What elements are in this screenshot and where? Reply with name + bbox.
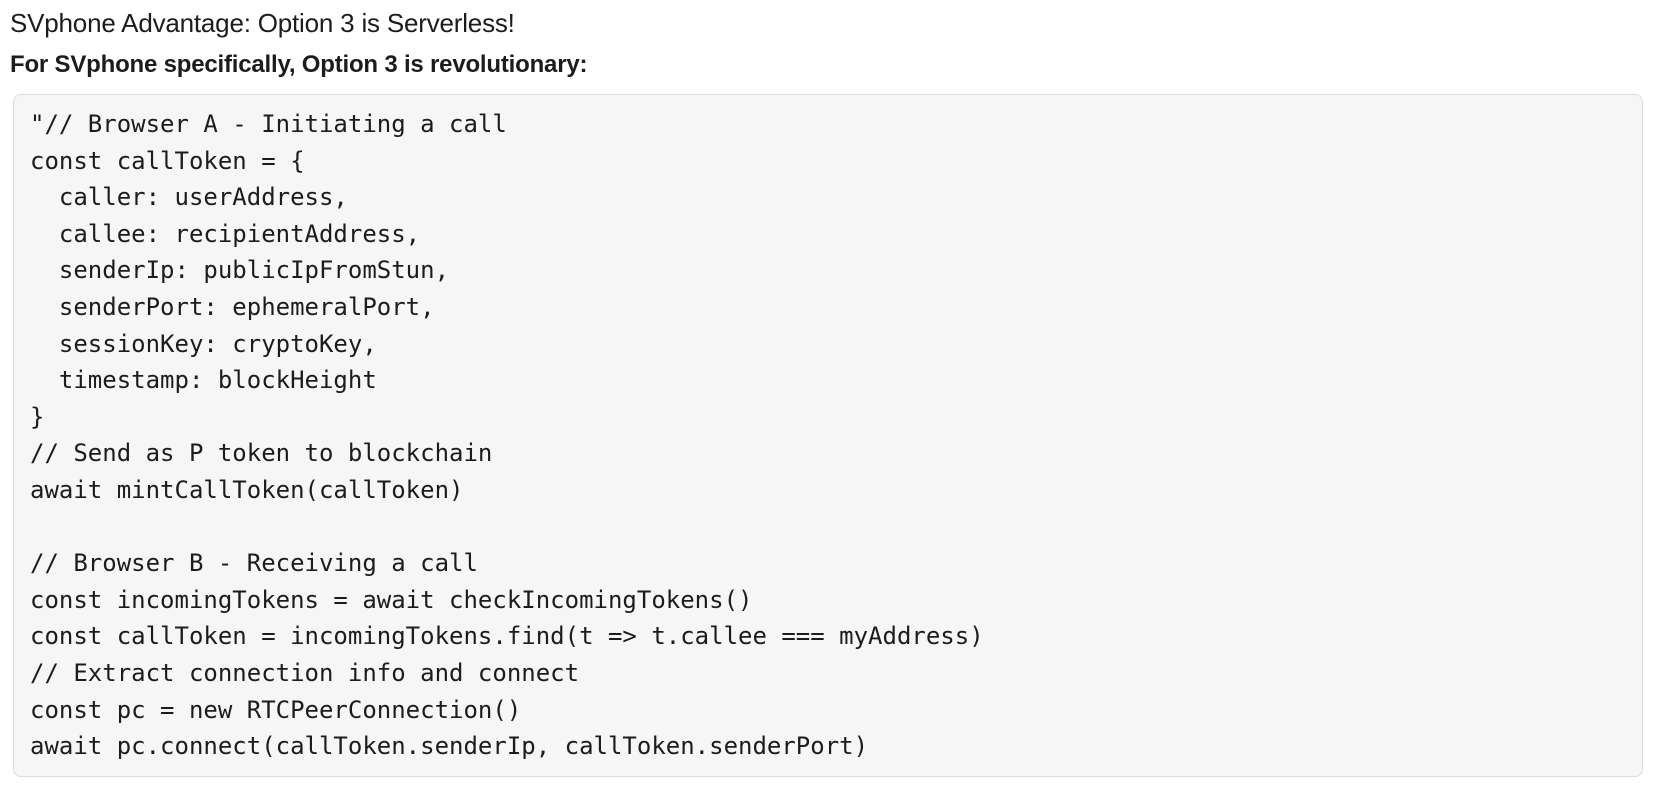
code-content: "// Browser A - Initiating a call const … [30, 110, 984, 761]
message-body: SVphone Advantage: Option 3 is Serverles… [0, 6, 1658, 798]
message-heading: SVphone Advantage: Option 3 is Serverles… [10, 8, 515, 38]
code-block: "// Browser A - Initiating a call const … [13, 94, 1643, 777]
message-subheading: For SVphone specifically, Option 3 is re… [10, 51, 588, 78]
